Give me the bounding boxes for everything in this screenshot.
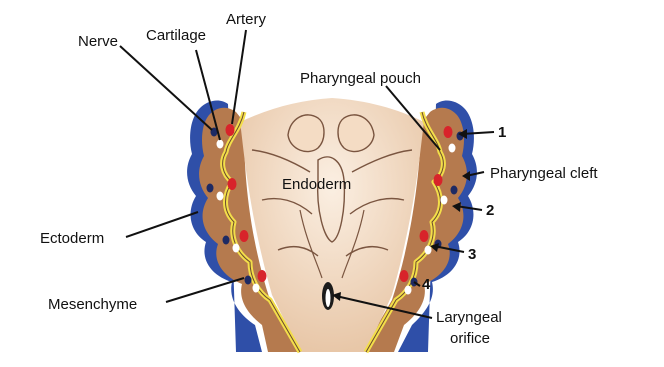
nerve-right-2	[451, 186, 458, 195]
laryngeal-orifice-highlight	[326, 289, 331, 307]
cartilage-label: Cartilage	[146, 27, 206, 44]
artery-right-2	[434, 174, 443, 186]
cartilage-right-2	[441, 196, 448, 205]
laryngeal-orifice-label-line1: Laryngeal	[436, 309, 502, 326]
nerve-left-4	[245, 276, 252, 285]
artery-right-1	[444, 126, 453, 138]
endoderm-label: Endoderm	[282, 176, 351, 193]
pharyngeal-cleft-label: Pharyngeal cleft	[490, 165, 598, 182]
nerve-left-2	[207, 184, 214, 193]
arch-number-3: 3	[468, 246, 476, 263]
pharyngeal-pouch-label: Pharyngeal pouch	[300, 70, 421, 87]
mesenchyme-label: Mesenchyme	[48, 296, 137, 313]
cartilage-left-4	[253, 284, 260, 293]
cartilage-left-2	[217, 192, 224, 201]
cartilage-right-3	[425, 246, 432, 255]
cartilage-left-3	[233, 244, 240, 253]
artery-left-3	[240, 230, 249, 242]
artery-label: Artery	[226, 11, 267, 28]
nerve-label: Nerve	[78, 33, 118, 50]
laryngeal-orifice-label-line2: orifice	[450, 330, 490, 347]
artery-left-2	[228, 178, 237, 190]
arch-number-1: 1	[498, 124, 506, 141]
artery-left-4	[258, 270, 267, 282]
arch-number-2: 2	[486, 202, 494, 219]
nerve-left-3	[223, 236, 230, 245]
artery-right-4	[400, 270, 409, 282]
artery-left-1	[226, 124, 235, 136]
arch-number-4: 4	[422, 276, 431, 293]
artery-right-3	[420, 230, 429, 242]
ectoderm-label: Ectoderm	[40, 230, 104, 247]
cartilage-left-1	[217, 140, 224, 149]
cartilage-right-1	[449, 144, 456, 153]
cartilage-right-4	[405, 286, 412, 295]
